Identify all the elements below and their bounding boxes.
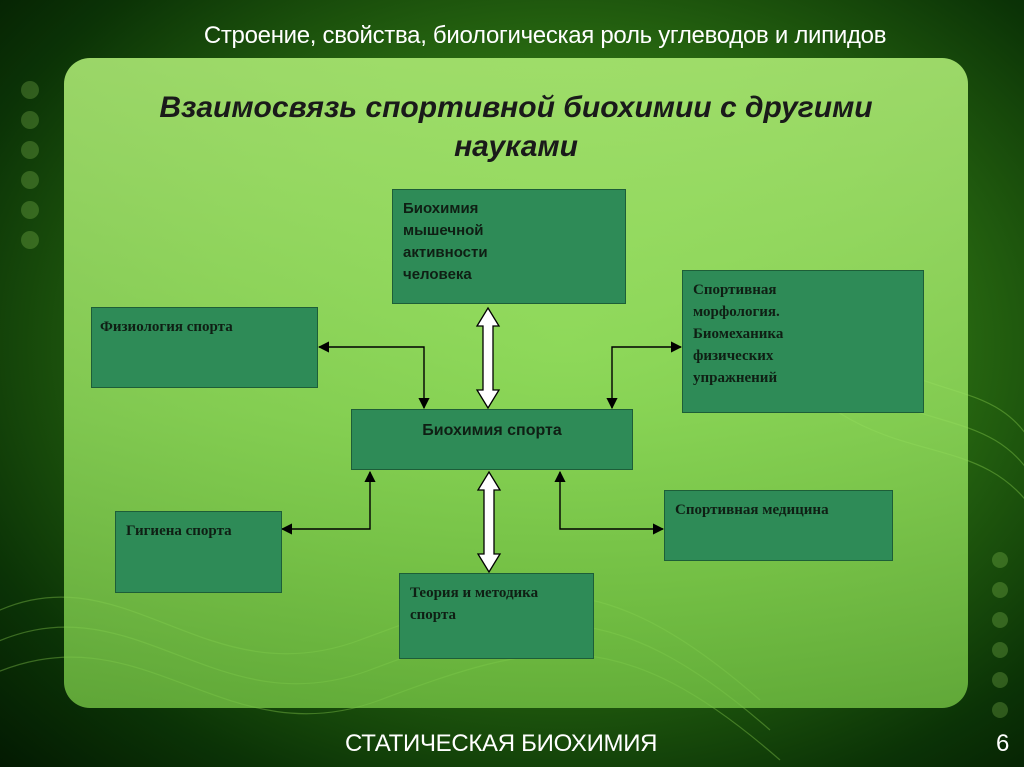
footer-label: СТАТИЧЕСКАЯ БИОХИМИЯ (345, 730, 658, 757)
page-number: 6 (996, 730, 1010, 757)
box-morphology-line-1: Спортивная (693, 282, 777, 298)
box-morphology: Спортивная морфология. Биомеханика физич… (682, 270, 924, 413)
box-muscle-activity: Биохимия мышечной активности человека (392, 189, 626, 304)
box-center-label: Биохимия спорта (422, 422, 562, 439)
box-muscle-activity-line-1: Биохимия (403, 200, 479, 217)
box-muscle-activity-line-4: человека (403, 266, 472, 283)
box-morphology-line-3: Биомеханика (693, 326, 784, 342)
box-hygiene: Гигиена спорта (115, 511, 282, 593)
box-center-sport-biochemistry: Биохимия спорта (351, 409, 633, 470)
box-medicine-label: Спортивная медицина (675, 502, 829, 518)
box-morphology-line-2: морфология. (693, 304, 780, 320)
box-theory-line-1: Теория и методика (410, 585, 539, 601)
box-muscle-activity-line-2: мышечной (403, 222, 484, 239)
box-muscle-activity-line-3: активности (403, 244, 488, 261)
box-medicine: Спортивная медицина (664, 490, 893, 561)
slide-title-line-2: науками (454, 130, 578, 163)
box-morphology-line-5: упражнений (693, 370, 778, 386)
box-physiology: Физиология спорта (91, 307, 318, 388)
box-hygiene-label: Гигиена спорта (126, 523, 232, 539)
box-theory: Теория и методика спорта (399, 573, 594, 659)
box-morphology-line-4: физических (693, 348, 774, 364)
box-physiology-label: Физиология спорта (100, 319, 233, 335)
header-title: Строение, свойства, биологическая роль у… (203, 22, 887, 49)
slide-title-line-1: Взаимосвязь спортивной биохимии с другим… (159, 91, 873, 124)
box-theory-line-2: спорта (410, 607, 456, 623)
slide-title: Взаимосвязь спортивной биохимии с другим… (64, 88, 968, 166)
